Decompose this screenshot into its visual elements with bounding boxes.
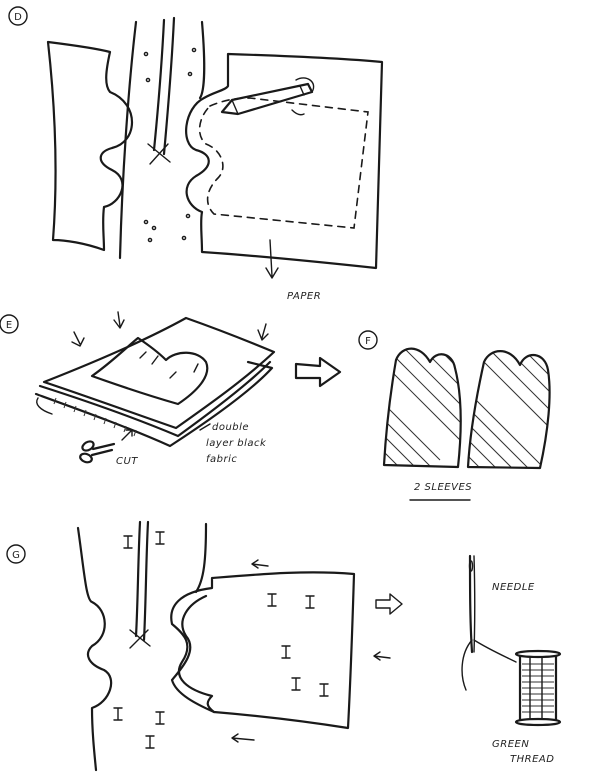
pin-marks-sleeve bbox=[267, 593, 329, 697]
paper-arrow bbox=[265, 239, 279, 279]
center-line-g-1 bbox=[134, 520, 142, 638]
push-arrow-right bbox=[373, 651, 391, 661]
center-line-g-2 bbox=[142, 520, 150, 642]
torso-dots bbox=[143, 47, 197, 243]
step-g-marker bbox=[6, 544, 26, 564]
traced-outline bbox=[198, 97, 369, 229]
step-f: F 2 SLEEVES bbox=[358, 330, 551, 501]
label-fabric-1: double bbox=[212, 422, 249, 433]
step-e: E CUT double layer black fabric bbox=[0, 311, 342, 467]
fabric-layer-middle bbox=[38, 360, 272, 438]
push-arrow-top bbox=[251, 559, 269, 569]
fabric-layer-bottom bbox=[34, 360, 274, 448]
sleeve-seam-curve bbox=[170, 594, 216, 714]
sleeve-outline-traced bbox=[90, 336, 209, 406]
step-f-marker bbox=[358, 330, 378, 350]
big-arrow-right-icon bbox=[294, 356, 342, 388]
center-line-2 bbox=[162, 16, 176, 156]
torso-right-edge-g bbox=[194, 522, 208, 594]
arrow-down-right bbox=[257, 323, 269, 341]
pin-marks-e bbox=[139, 351, 199, 379]
pencil-icon bbox=[220, 77, 315, 116]
thread-spool-icon bbox=[514, 649, 562, 727]
step-e-letter: E bbox=[6, 320, 12, 331]
label-fabric-2: layer black bbox=[206, 438, 267, 449]
step-g: G bbox=[6, 520, 562, 772]
center-cross-mark-g bbox=[129, 629, 151, 649]
torso-right-edge bbox=[198, 20, 206, 100]
center-line-1 bbox=[152, 18, 166, 152]
pin-marks-body bbox=[113, 531, 165, 749]
body-piece-left-g bbox=[76, 526, 113, 772]
label-needle: NEEDLE bbox=[492, 582, 535, 593]
label-fabric-3: fabric bbox=[206, 454, 237, 465]
step-f-letter: F bbox=[365, 336, 371, 347]
label-thread-2: THREAD bbox=[510, 754, 554, 765]
scissors-icon bbox=[79, 440, 116, 464]
fabric-pointer bbox=[199, 423, 211, 431]
label-cut: CUT bbox=[116, 456, 138, 467]
needle-icon bbox=[468, 554, 476, 654]
fabric-fold bbox=[36, 397, 53, 415]
step-d: D bbox=[8, 6, 384, 302]
label-thread-1: GREEN bbox=[492, 739, 529, 750]
arrow-down-left bbox=[71, 331, 85, 347]
body-piece-left bbox=[46, 40, 134, 252]
hollow-arrow-right-icon bbox=[375, 593, 403, 615]
label-sleeves: 2 SLEEVES bbox=[414, 482, 472, 493]
sleeve-left bbox=[382, 347, 462, 469]
label-paper: PAPER bbox=[287, 291, 321, 302]
sleeve-right bbox=[466, 350, 551, 470]
push-arrow-bottom bbox=[231, 733, 255, 743]
center-cross-mark bbox=[147, 143, 171, 165]
arrow-down-middle bbox=[113, 311, 125, 329]
thread-strand bbox=[461, 639, 517, 691]
torso-left-edge bbox=[118, 20, 138, 260]
step-e-marker bbox=[0, 314, 19, 334]
fabric-edge-hatch bbox=[53, 397, 137, 437]
paper-on-fabric bbox=[42, 316, 276, 430]
paper-sheet bbox=[185, 52, 384, 270]
step-g-letter: G bbox=[12, 550, 20, 561]
step-d-letter: D bbox=[14, 12, 22, 23]
step-d-marker bbox=[8, 6, 28, 26]
cut-arrow bbox=[121, 429, 133, 441]
